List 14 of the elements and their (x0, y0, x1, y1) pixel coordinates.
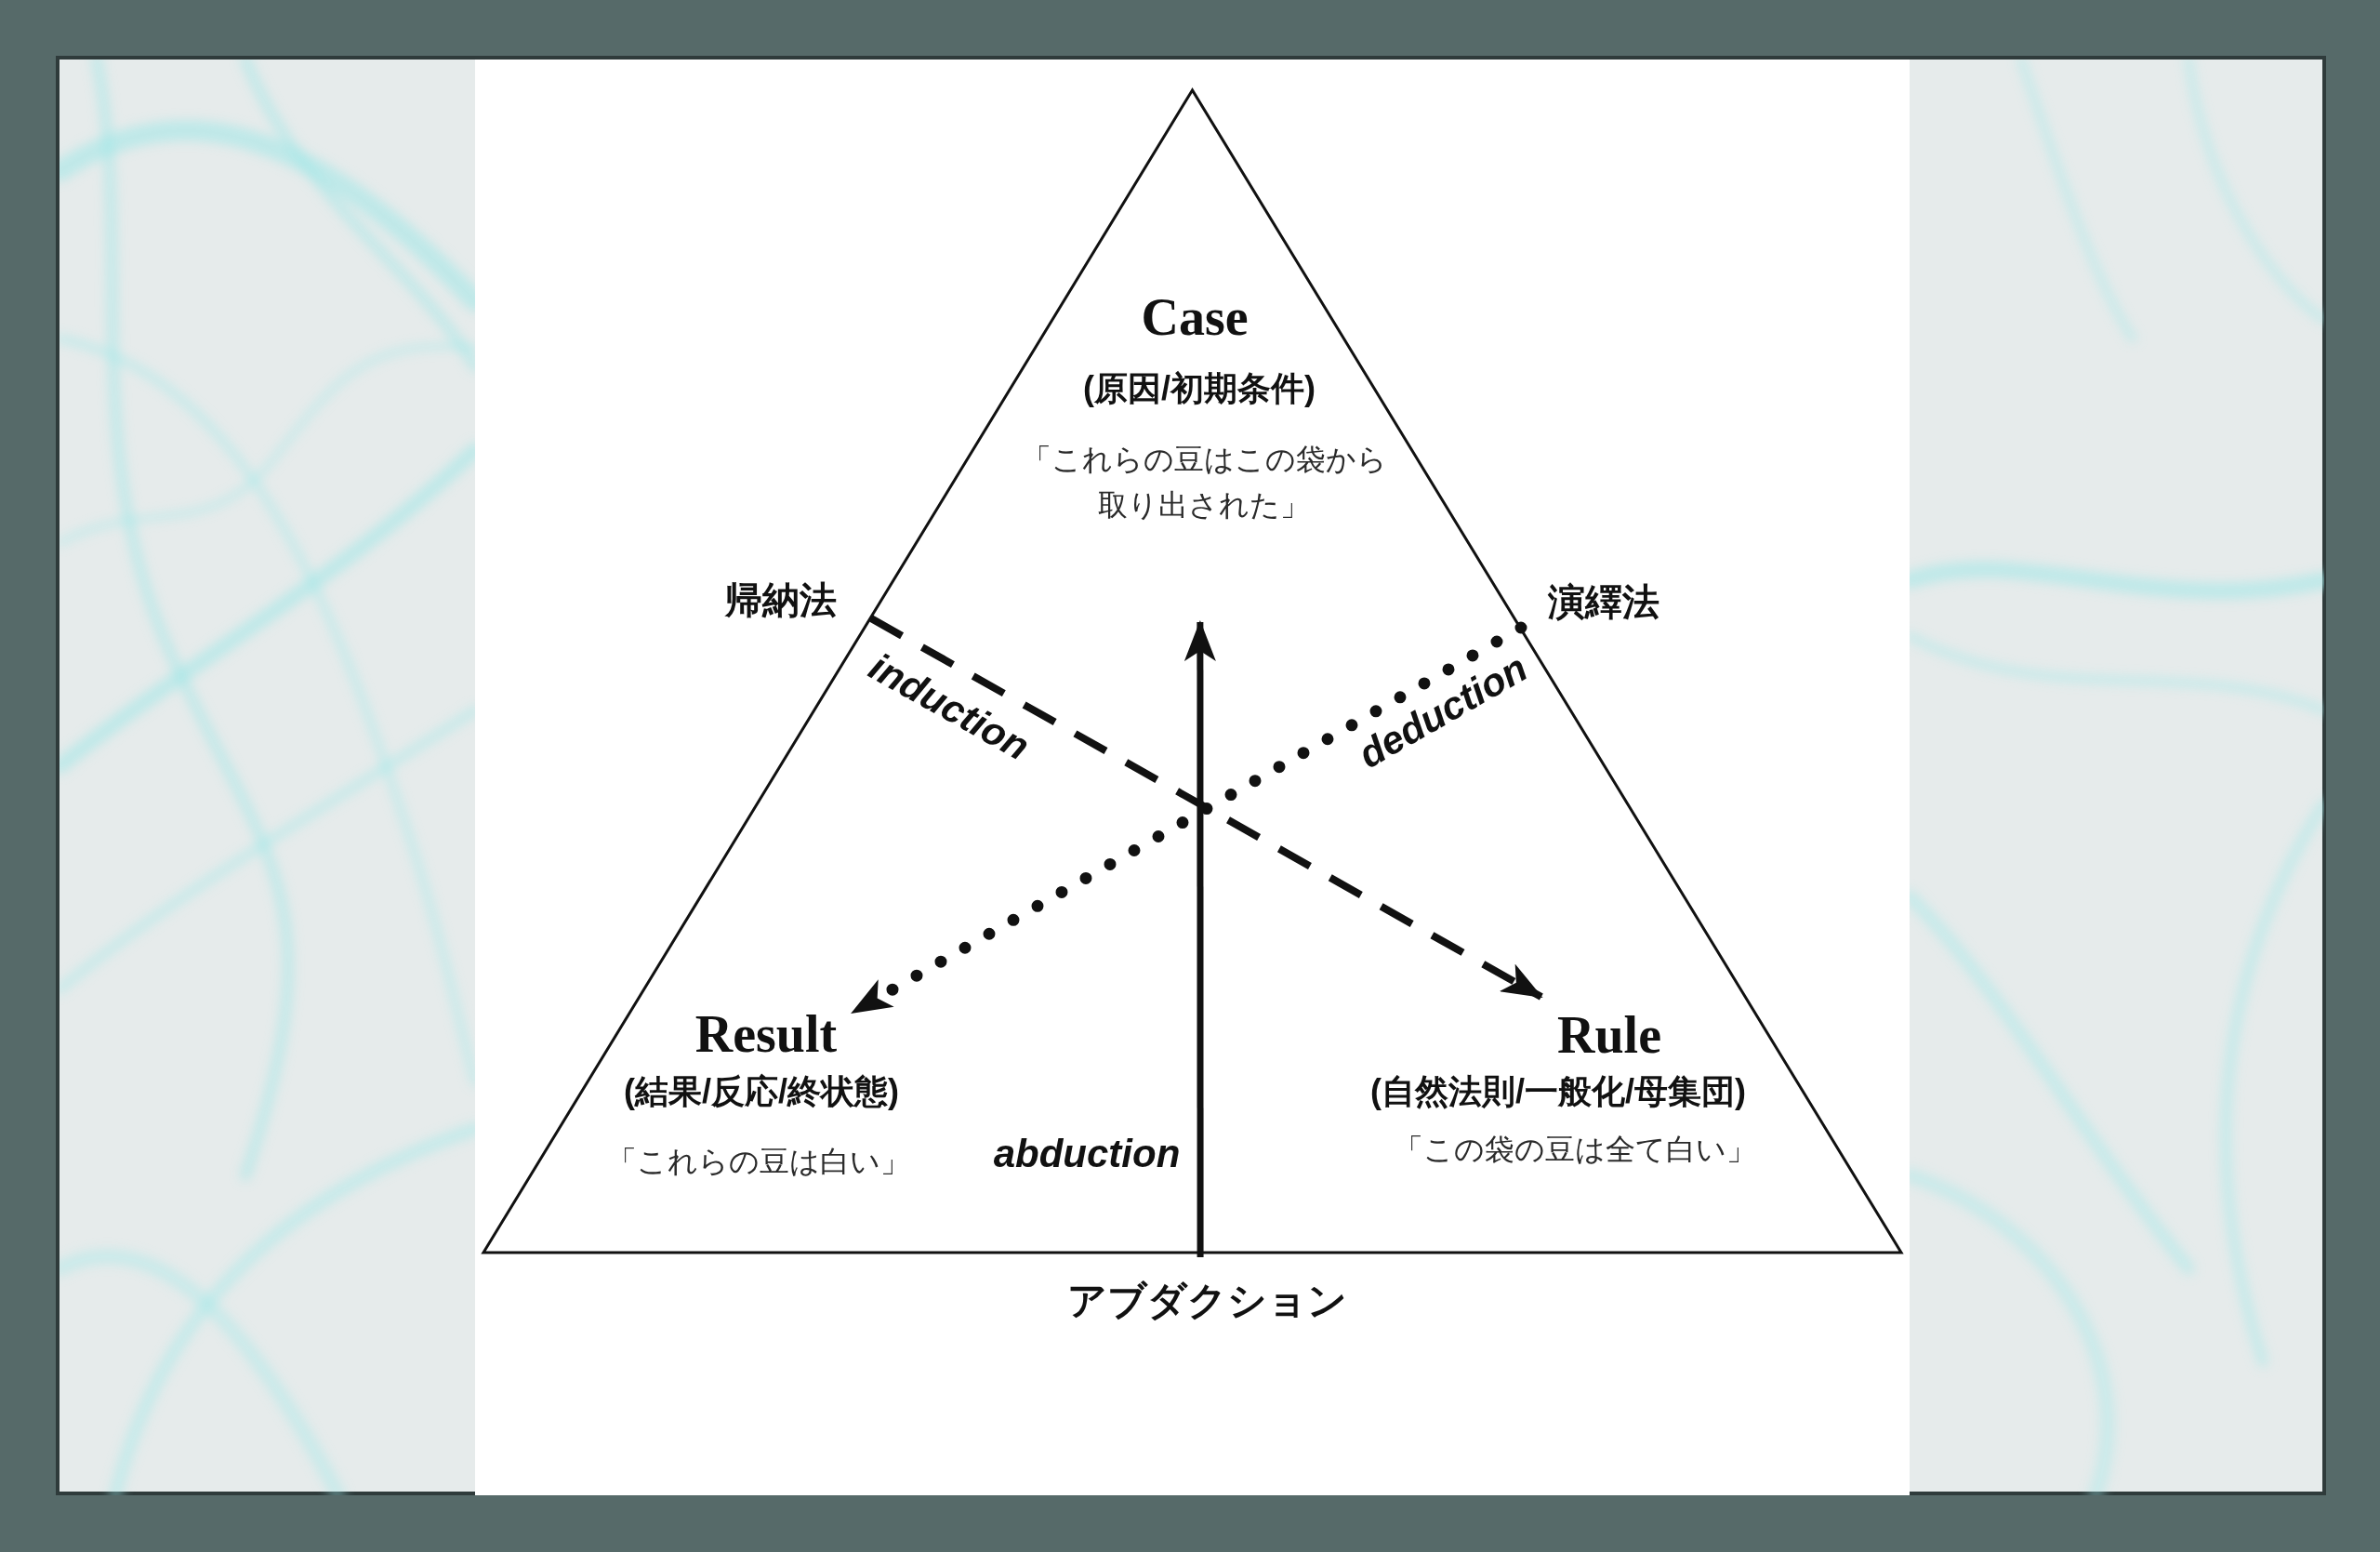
triangle (482, 88, 1903, 1254)
quote-text: 「この袋の豆は全て白い」 (1394, 1132, 1756, 1168)
quote-text: 「これらの豆は白い」 (607, 1144, 910, 1180)
node-subtitle: (自然法則/一般化/母集団) (1370, 1073, 1746, 1110)
node-subtitle: (結果/反応/終状態) (624, 1073, 899, 1110)
node-label: アブダクション (1067, 1281, 1347, 1320)
node-title: Case (1141, 296, 1249, 338)
edge-label: abduction (993, 1134, 1181, 1174)
node-subtitle: (原因/初期条件) (1083, 370, 1316, 407)
node-title: Rule (1557, 1014, 1661, 1056)
quote-text: 「これらの豆はこの袋から取り出された」 (1020, 442, 1388, 524)
node-label: 帰納法 (725, 581, 837, 618)
node-title: Result (694, 1013, 838, 1055)
node-label: 演繹法 (1548, 583, 1659, 620)
